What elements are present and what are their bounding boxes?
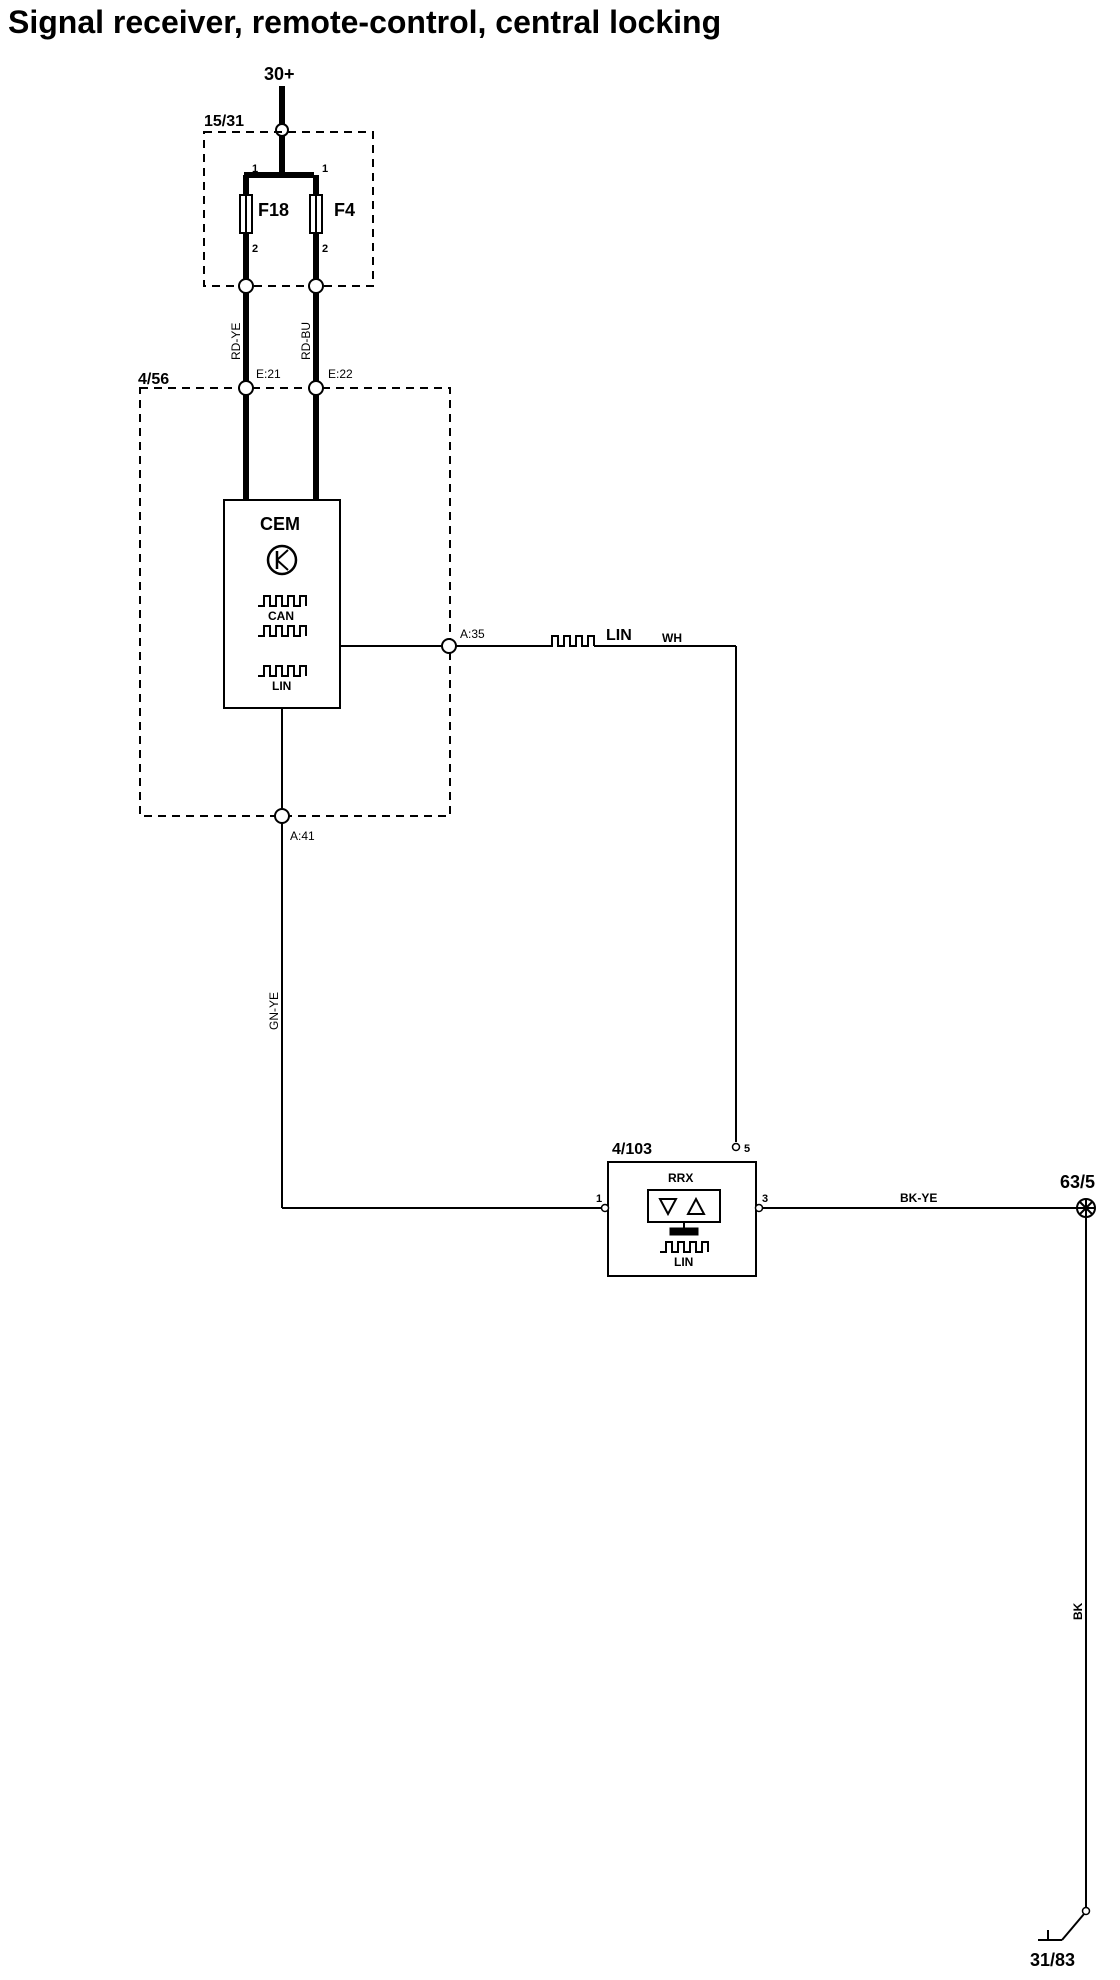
wire-bk-label: BK	[1071, 1602, 1085, 1620]
receiver-name: RRX	[668, 1171, 693, 1185]
cem-connector-a41-label: A:41	[290, 829, 315, 843]
wire-lin-waveform-icon	[548, 635, 595, 647]
wire-rd-ye-label: RD-YE	[229, 323, 243, 360]
supply-label: 30+	[264, 64, 295, 84]
receiver-pin-3	[754, 1203, 764, 1213]
wire-lin-label: LIN	[606, 627, 632, 644]
fuse-box-node-right	[308, 278, 324, 294]
wire-rd-bu-label: RD-BU	[299, 322, 313, 360]
fuse-box-node-left	[238, 278, 254, 294]
wire-gn-ye-label: GN-YE	[267, 992, 281, 1030]
cem-connector-e22	[308, 380, 324, 396]
transistor-icon	[266, 544, 298, 576]
cem-can-label: CAN	[268, 609, 294, 623]
can-waveform-icon-2	[258, 625, 307, 637]
cem-connector-e22-label: E:22	[328, 367, 353, 381]
cem-connector-a41	[274, 808, 290, 824]
receiver-pin-3-label: 3	[762, 1193, 768, 1205]
receiver-label: 4/103	[612, 1141, 652, 1158]
cem-module-outline	[139, 387, 451, 817]
receiver-pin-5-label: 5	[744, 1143, 750, 1155]
cem-name: CEM	[260, 514, 300, 534]
cem-connector-e21	[238, 380, 254, 396]
fuse-f4-pin-bottom: 2	[322, 243, 328, 255]
ground-terminal	[1081, 1906, 1091, 1916]
ground-point-icon	[1076, 1198, 1096, 1218]
wire-bk-ye-label: BK-YE	[900, 1191, 937, 1205]
fuse-f18-label: F18	[258, 200, 289, 220]
ground-icon	[1038, 1913, 1085, 1941]
ground-point-label: 63/5	[1060, 1172, 1095, 1192]
wire-wh-label: WH	[662, 631, 682, 645]
ground-label: 31/83	[1030, 1950, 1075, 1970]
fuse-f4-pin-top: 1	[322, 163, 328, 175]
lin-waveform-icon	[258, 665, 307, 677]
fuse-f18-pin-top: 1	[252, 163, 258, 175]
fuse-f4-label: F4	[334, 200, 355, 220]
cem-lin-label: LIN	[272, 679, 291, 693]
cem-connector-e21-label: E:21	[256, 367, 281, 381]
diagram-title: Signal receiver, remote-control, central…	[8, 4, 722, 40]
cem-module-label: 4/56	[138, 371, 169, 388]
fuse-f18-pin-bottom: 2	[252, 243, 258, 255]
cem-connector-a35-label: A:35	[460, 627, 485, 641]
receiver-pin-5	[731, 1142, 741, 1152]
can-waveform-icon	[258, 595, 307, 607]
supply-node	[275, 123, 289, 137]
antenna-icon	[647, 1189, 721, 1236]
receiver-lin-waveform-icon	[660, 1241, 709, 1253]
receiver-lin-label: LIN	[674, 1255, 693, 1269]
fuse-box-label: 15/31	[204, 113, 244, 130]
receiver-pin-1	[600, 1203, 610, 1213]
cem-connector-a35	[441, 638, 457, 654]
receiver-pin-1-label: 1	[596, 1193, 602, 1205]
fuse-box-outline	[203, 131, 374, 287]
